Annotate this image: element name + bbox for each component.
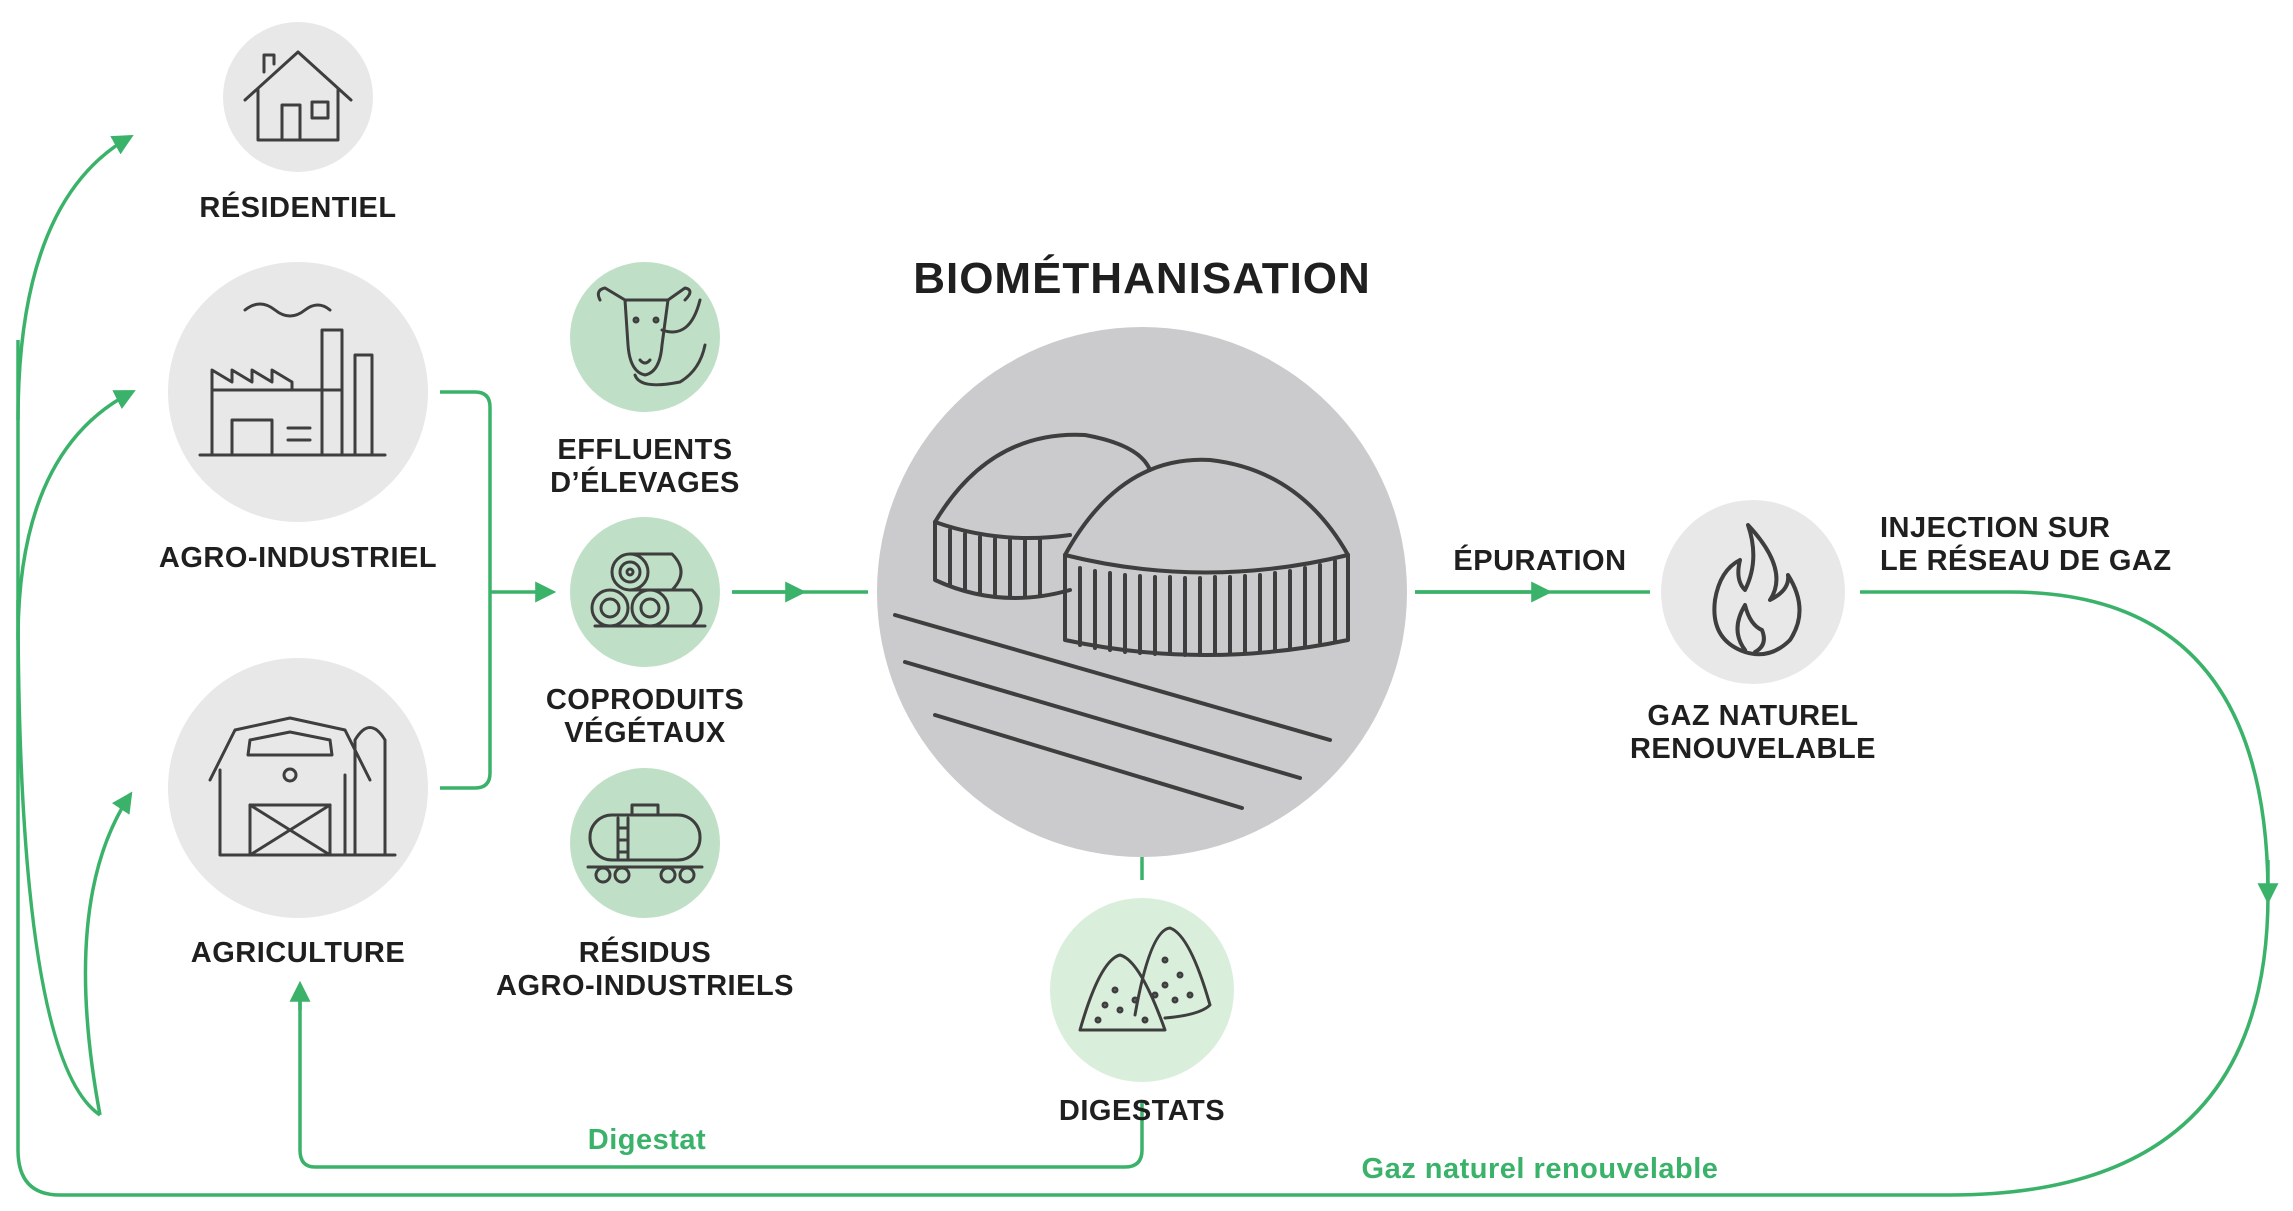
digestats-node: DIGESTATS xyxy=(1050,898,1234,1127)
residues-label-2: AGRO-INDUSTRIELS xyxy=(496,970,794,1002)
hay-bales-icon xyxy=(590,552,707,628)
digester-tanks-icon xyxy=(893,432,1350,810)
injection-label-1: INJECTION SUR xyxy=(1880,512,2110,544)
coproducts-label-1: COPRODUITS xyxy=(546,684,744,716)
rng-circle xyxy=(1661,500,1845,684)
agro-industrial-node: AGRO-INDUSTRIEL xyxy=(159,262,437,574)
digestats-circle xyxy=(1050,898,1234,1082)
residues-node: RÉSIDUS AGRO-INDUSTRIELS xyxy=(496,768,794,1002)
residential-node: RÉSIDENTIEL xyxy=(199,22,396,224)
effluents-circle xyxy=(570,262,720,412)
agro-industrial-label: AGRO-INDUSTRIEL xyxy=(159,542,437,574)
digestat-return-loop xyxy=(298,990,1144,1169)
biomethanisation-title: BIOMÉTHANISATION xyxy=(913,253,1371,303)
tank-car-icon xyxy=(586,803,704,884)
digestat-flow-label: Digestat xyxy=(588,1124,706,1156)
residues-label-1: RÉSIDUS xyxy=(579,935,711,969)
residential-label: RÉSIDENTIEL xyxy=(199,190,396,224)
residential-circle xyxy=(223,22,373,172)
source-bracket xyxy=(440,390,492,790)
coproducts-node: COPRODUITS VÉGÉTAUX xyxy=(546,517,744,749)
factory-icon xyxy=(198,302,387,457)
agro-industrial-circle xyxy=(168,262,428,522)
injection-label-2: LE RÉSEAU DE GAZ xyxy=(1880,543,2172,577)
digestats-label: DIGESTATS xyxy=(1059,1095,1225,1127)
arc-to-agro-industrial xyxy=(16,390,136,641)
grid-injection-loop xyxy=(1860,590,2270,896)
epuration-label: ÉPURATION xyxy=(1453,543,1626,577)
residues-circle xyxy=(570,768,720,918)
effluents-node: EFFLUENTS D’ÉLEVAGES xyxy=(550,262,740,499)
agriculture-node: AGRICULTURE xyxy=(168,658,428,969)
effluents-label-1: EFFLUENTS xyxy=(557,434,732,466)
effluents-label-2: D’ÉLEVAGES xyxy=(550,465,740,499)
house-icon xyxy=(243,50,353,142)
rng-node: GAZ NATUREL RENOUVELABLE xyxy=(1630,500,1876,765)
agriculture-label: AGRICULTURE xyxy=(191,937,405,969)
barn-icon xyxy=(208,716,397,857)
left-connector xyxy=(16,599,101,1117)
arc-to-residential xyxy=(16,134,134,421)
piles-icon xyxy=(1078,926,1212,1032)
biomethanisation-node: BIOMÉTHANISATION xyxy=(877,253,1407,857)
rng-label-1: GAZ NATUREL xyxy=(1647,700,1858,732)
rng-label-2: RENOUVELABLE xyxy=(1630,733,1876,765)
cow-icon xyxy=(596,286,707,387)
agriculture-circle xyxy=(168,658,428,918)
flow-lines xyxy=(16,134,2279,1197)
renewable-gas-return-loop xyxy=(16,340,2270,1197)
coproducts-label-2: VÉGÉTAUX xyxy=(564,715,726,749)
flame-icon xyxy=(1712,523,1802,657)
renewable-gas-flow-label: Gaz naturel renouvelable xyxy=(1362,1153,1719,1185)
arc-to-agriculture xyxy=(83,791,133,1116)
